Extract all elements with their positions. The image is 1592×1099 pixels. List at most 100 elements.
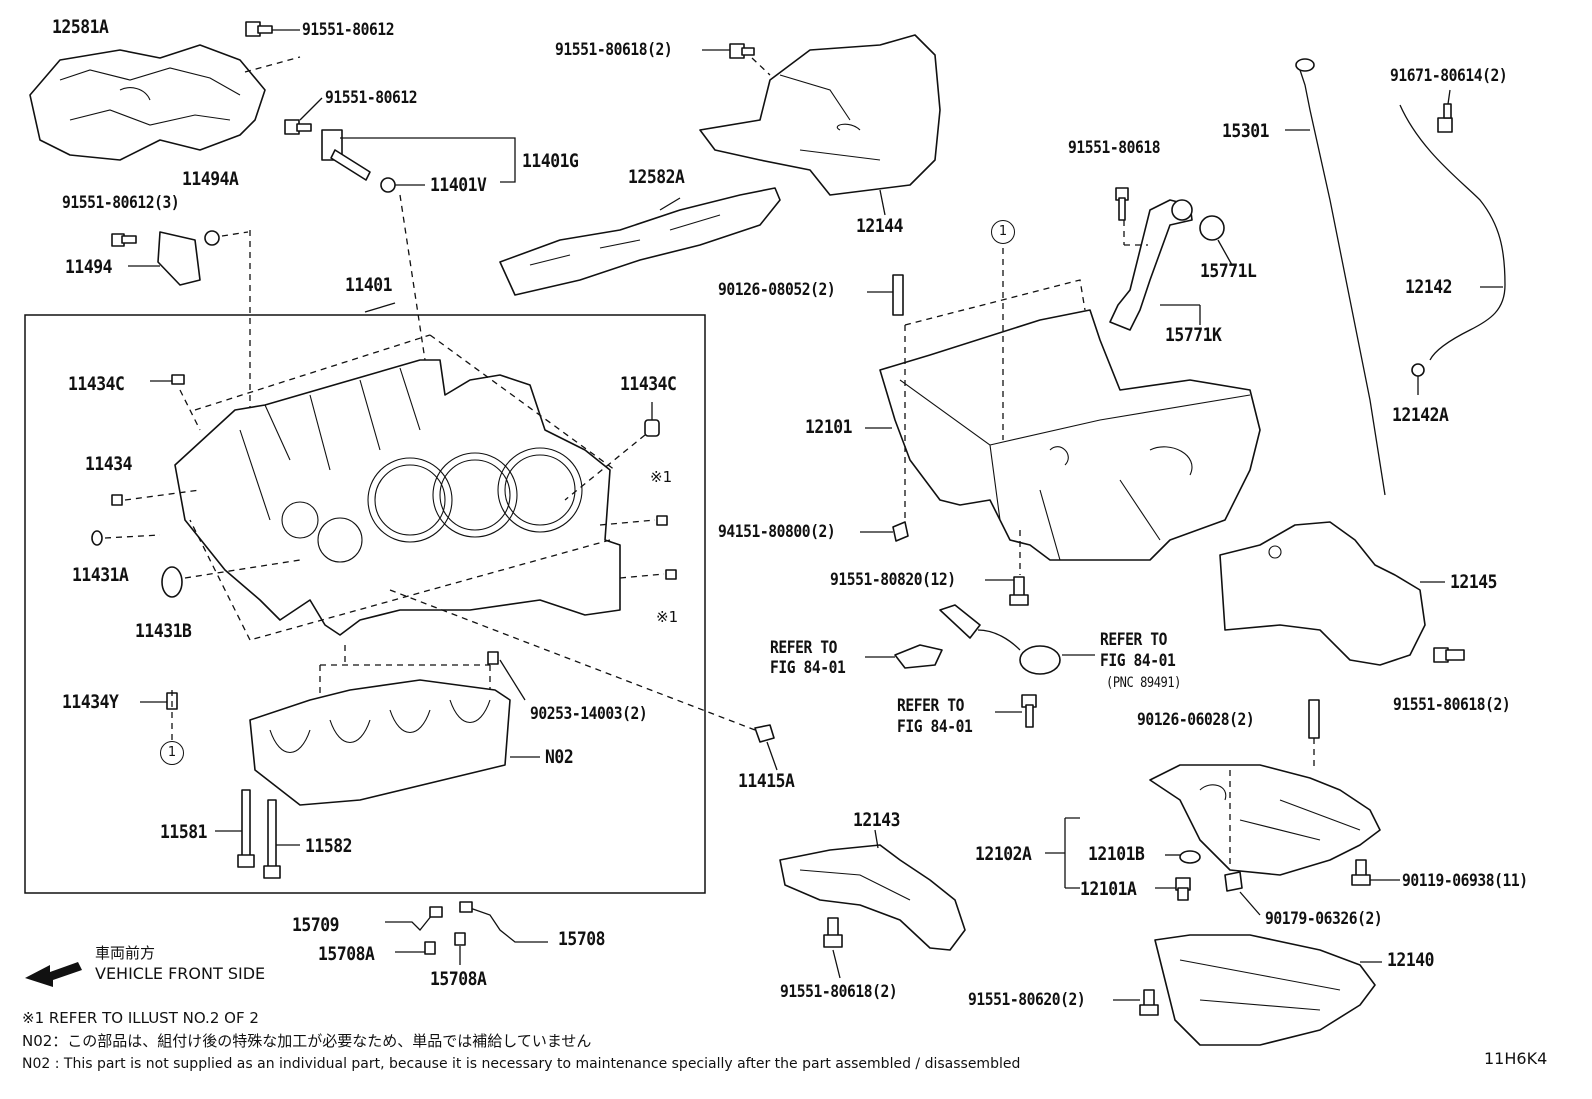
label-90253-14003-2: 90253-14003(2) bbox=[530, 704, 648, 724]
front-side-jp: 車両前方 bbox=[95, 944, 156, 962]
seal-11431A bbox=[91, 530, 103, 546]
sensor-15708 bbox=[469, 907, 548, 943]
heat-insulator-12144 bbox=[699, 34, 941, 196]
bolt-refer-c bbox=[1021, 694, 1037, 728]
label-11434C-right: 11434C bbox=[620, 373, 677, 395]
pin-11434C-right bbox=[644, 419, 660, 437]
cover-11494 bbox=[157, 231, 201, 286]
bolt-91551-80612-b bbox=[284, 119, 312, 135]
o-ring-11494A bbox=[204, 230, 220, 246]
bolt-15708A-a bbox=[424, 941, 436, 955]
label-12582A: 12582A bbox=[628, 166, 685, 188]
dipstick-15301 bbox=[1299, 69, 1386, 496]
pin-11434C-left bbox=[171, 374, 185, 385]
front-side-en: VEHICLE FRONT SIDE bbox=[95, 964, 266, 983]
label-91551-80618-2-top: 91551-80618(2) bbox=[555, 40, 673, 60]
label-12101: 12101 bbox=[805, 416, 853, 438]
bolt-91551-80618-2-b bbox=[823, 917, 843, 948]
label-90179-06326-2: 90179-06326(2) bbox=[1265, 909, 1383, 929]
label-12142A: 12142A bbox=[1392, 404, 1449, 426]
label-15771K: 15771K bbox=[1165, 324, 1222, 346]
label-12101B: 12101B bbox=[1088, 843, 1145, 865]
bolt-91551-80820 bbox=[1009, 576, 1029, 606]
label-90126-06028-2: 90126-06028(2) bbox=[1137, 710, 1255, 730]
refer-c-line1: REFER TO bbox=[897, 696, 964, 716]
o-ring-12142A bbox=[1411, 363, 1425, 377]
label-11494A: 11494A bbox=[182, 168, 239, 190]
label-11434Y: 11434Y bbox=[62, 691, 119, 713]
label-91551-80612-3: 91551-80612(3) bbox=[62, 193, 180, 213]
gasket-12101B bbox=[1179, 850, 1201, 864]
label-12140: 12140 bbox=[1387, 949, 1435, 971]
label-11401G: 11401G bbox=[522, 150, 579, 172]
front-arrow-icon bbox=[25, 962, 82, 987]
label-11582: 11582 bbox=[305, 835, 353, 857]
bolt-91551-80612-3 bbox=[111, 233, 137, 247]
insulator-12143 bbox=[779, 844, 966, 951]
plug-94151-80800 bbox=[892, 521, 909, 542]
stud-90126-06028 bbox=[1308, 699, 1320, 739]
bolt-91551-80612-a bbox=[245, 21, 273, 37]
label-N02: N02 bbox=[545, 746, 574, 768]
bolt-90119-06938 bbox=[1351, 859, 1371, 886]
pin-star1b bbox=[665, 569, 677, 580]
label-12144: 12144 bbox=[856, 215, 904, 237]
refer-c-line2: FIG 84-01 bbox=[897, 717, 973, 737]
insulator-12145 bbox=[1219, 521, 1426, 666]
bolt-11582 bbox=[263, 799, 281, 879]
label-91551-80612-b: 91551-80612 bbox=[325, 88, 418, 108]
refer-a-line1: REFER TO bbox=[770, 638, 837, 658]
oil-level-sensor-refer bbox=[894, 644, 943, 669]
label-15709: 15709 bbox=[292, 914, 340, 936]
pin-11434 bbox=[111, 494, 123, 506]
label-12101A: 12101A bbox=[1080, 878, 1137, 900]
stud-90126-08052 bbox=[892, 274, 904, 316]
refer-b-line3: (PNC 89491) bbox=[1106, 675, 1182, 691]
label-15301: 15301 bbox=[1222, 120, 1270, 142]
label-15771L: 15771L bbox=[1200, 260, 1257, 282]
bolt-11581 bbox=[237, 789, 255, 868]
label-11434C-left: 11434C bbox=[68, 373, 125, 395]
ref-mark-1-left: 1 bbox=[160, 741, 184, 765]
label-91551-80618-2-r: 91551-80618(2) bbox=[1393, 695, 1511, 715]
note-1: ※1 REFER TO ILLUST NO.2 OF 2 bbox=[22, 1009, 259, 1027]
note-2-en: N02 : This part is not supplied as an in… bbox=[22, 1056, 1021, 1072]
bearing-cap-N02 bbox=[249, 679, 511, 806]
ref-mark-1-right: 1 bbox=[991, 220, 1015, 244]
oil-pan-no2-12102A bbox=[1149, 764, 1381, 876]
label-12142: 12142 bbox=[1405, 276, 1453, 298]
star-mark-1a: ※1 bbox=[650, 468, 673, 486]
sensor-11401G bbox=[321, 129, 371, 181]
gasket-15771L bbox=[1199, 215, 1225, 241]
label-11581: 11581 bbox=[160, 821, 208, 843]
label-11431B: 11431B bbox=[135, 620, 192, 642]
insulator-12582A bbox=[499, 187, 781, 296]
bolt-15708A-b bbox=[454, 932, 466, 946]
plug-11415A bbox=[754, 724, 775, 743]
dowel-90253-14003 bbox=[487, 651, 499, 665]
bolt-91551-80618 bbox=[1115, 187, 1129, 221]
star-mark-1b: ※1 bbox=[656, 608, 679, 626]
label-91551-80618-2-b: 91551-80618(2) bbox=[780, 982, 898, 1002]
engine-cover-12581A bbox=[29, 44, 266, 161]
label-91551-80620-2: 91551-80620(2) bbox=[968, 990, 1086, 1010]
label-12145: 12145 bbox=[1450, 571, 1498, 593]
label-11431A: 11431A bbox=[72, 564, 129, 586]
label-11434: 11434 bbox=[85, 453, 133, 475]
label-15708A-a: 15708A bbox=[318, 943, 375, 965]
sensor-15709 bbox=[385, 914, 433, 931]
label-12581A: 12581A bbox=[52, 16, 109, 38]
label-91671-80614-2: 91671-80614(2) bbox=[1390, 66, 1508, 86]
label-15708A-b: 15708A bbox=[430, 968, 487, 990]
bolt-91551-80618-2-top bbox=[729, 43, 755, 59]
label-11494: 11494 bbox=[65, 256, 113, 278]
oil-pan-12101 bbox=[879, 309, 1261, 561]
block-frame bbox=[24, 314, 706, 894]
bolt-91671-80614 bbox=[1437, 103, 1453, 133]
note-2-jp: N02：この部品は、組付け後の特殊な加工が必要なため、単品では補給していません bbox=[22, 1032, 592, 1050]
seal-11431B bbox=[161, 566, 183, 598]
label-12143: 12143 bbox=[853, 809, 901, 831]
label-15708: 15708 bbox=[558, 928, 606, 950]
